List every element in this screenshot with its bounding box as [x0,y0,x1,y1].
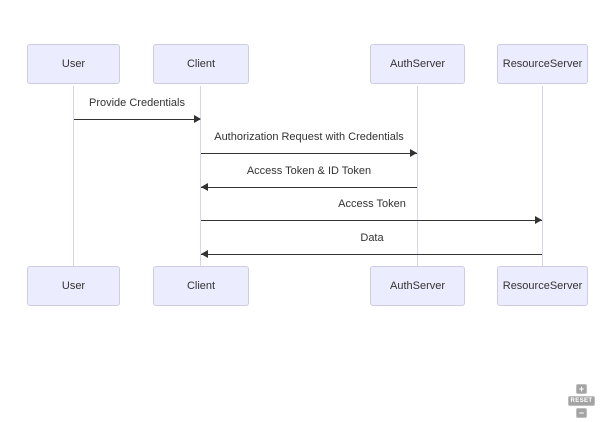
actor-label: Client [186,58,216,70]
lifeline-user [73,86,74,266]
message-line [201,254,542,255]
zoom-in-button[interactable]: + [576,384,587,394]
lifeline-client [200,86,201,266]
actor-box-resourceserver-top: ResourceServer [497,44,588,84]
actor-box-authserver-bottom: AuthServer [370,266,465,306]
arrowhead-left-icon [201,183,208,191]
actor-label: User [61,280,86,292]
arrowhead-left-icon [201,250,208,258]
actor-label: AuthServer [389,58,446,70]
arrowhead-right-icon [410,149,417,157]
actor-label: User [61,58,86,70]
zoom-reset-button[interactable]: RESET [568,396,595,406]
actor-box-resourceserver-bottom: ResourceServer [497,266,588,306]
message-label-authorization-request: Authorization Request with Credentials [214,131,404,143]
actor-box-user-top: User [27,44,120,84]
actor-box-authserver-top: AuthServer [370,44,465,84]
message-line [201,153,417,154]
actor-box-client-bottom: Client [153,266,249,306]
reset-label: RESET [570,398,593,404]
plus-icon: + [578,383,585,394]
actor-box-user-bottom: User [27,266,120,306]
arrowhead-right-icon [535,216,542,224]
actor-label: Client [186,280,216,292]
message-label-access-token-id-token: Access Token & ID Token [246,165,372,177]
message-line [74,119,200,120]
actor-label: ResourceServer [502,58,583,70]
lifeline-authserver [417,86,418,266]
message-line [201,220,542,221]
actor-label: ResourceServer [502,280,583,292]
message-label-provide-credentials: Provide Credentials [89,97,185,109]
lifeline-resourceserver [542,86,543,266]
message-label-access-token: Access Token [338,198,406,210]
zoom-out-button[interactable]: − [576,408,587,418]
message-line [201,187,417,188]
minus-icon: − [578,407,585,418]
actor-label: AuthServer [389,280,446,292]
actor-box-client-top: Client [153,44,249,84]
arrowhead-right-icon [194,115,201,123]
message-label-data: Data [360,232,384,244]
